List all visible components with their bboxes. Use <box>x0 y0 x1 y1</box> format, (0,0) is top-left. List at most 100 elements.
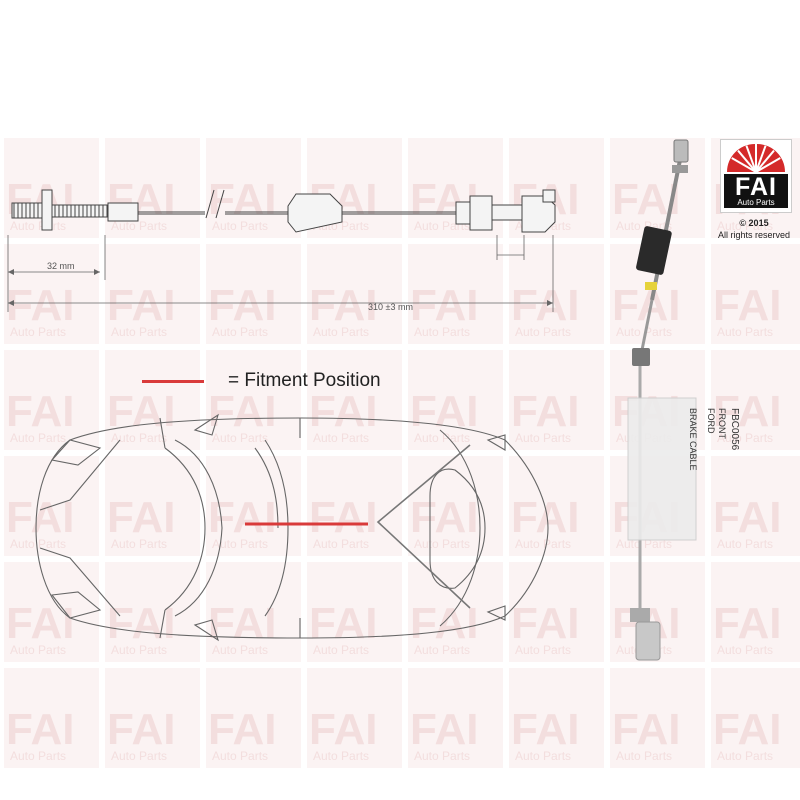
watermark-brand: FAI <box>309 281 377 330</box>
logo-wordmark: FAI Auto Parts <box>724 174 788 208</box>
logo-badge: FAI Auto Parts <box>720 139 792 213</box>
watermark-sub: Auto Parts <box>212 219 268 233</box>
watermark-brand: FAI <box>208 175 276 224</box>
watermark-sub: Auto Parts <box>10 431 66 445</box>
watermark-brand: FAI <box>208 493 276 542</box>
watermark-sub: Auto Parts <box>212 325 268 339</box>
watermark-sub: Auto Parts <box>616 325 672 339</box>
watermark-brand: FAI <box>309 493 377 542</box>
watermark-sub: Auto Parts <box>414 643 470 657</box>
watermark-sub: Auto Parts <box>515 749 571 763</box>
watermark-sub: Auto Parts <box>212 537 268 551</box>
watermark-brand: FAI <box>410 493 478 542</box>
tag-line-4: FBC0056 <box>729 408 740 451</box>
copyright: © 2015 All rights reserved <box>714 217 794 241</box>
watermark-sub: Auto Parts <box>10 643 66 657</box>
watermark-brand: FAI <box>208 281 276 330</box>
watermark-brand: FAI <box>6 705 74 754</box>
watermark-sub: Auto Parts <box>313 537 369 551</box>
tag-line-3: FRONT <box>717 408 727 439</box>
watermark-sub: Auto Parts <box>515 537 571 551</box>
watermark-sub: Auto Parts <box>414 749 470 763</box>
watermark-brand: FAI <box>208 599 276 648</box>
tag-line-1: BRAKE CABLE <box>688 408 698 471</box>
watermark-sub: Auto Parts <box>212 643 268 657</box>
watermark-brand: FAI <box>410 387 478 436</box>
watermark-sub: Auto Parts <box>717 749 773 763</box>
watermark-sub: Auto Parts <box>515 431 571 445</box>
watermark-brand: FAI <box>6 281 74 330</box>
watermark-sub: Auto Parts <box>111 325 167 339</box>
watermark-brand: FAI <box>410 705 478 754</box>
watermark-sub: Auto Parts <box>313 643 369 657</box>
car-outline <box>35 413 549 642</box>
dimension-label-overall: 310 ±3 mm <box>368 302 413 312</box>
legend-label: = Fitment Position <box>228 370 381 391</box>
watermark-brand: FAI <box>107 599 175 648</box>
cable-drawing <box>7 189 556 312</box>
watermark-brand: FAI <box>208 387 276 436</box>
logo-sub: Auto Parts <box>737 198 775 207</box>
watermark-sub: Auto Parts <box>414 325 470 339</box>
logo-brand: FAI <box>735 173 777 201</box>
watermark-sub: Auto Parts <box>212 749 268 763</box>
watermark-sub: Auto Parts <box>111 537 167 551</box>
watermark-sub: Auto Parts <box>717 219 773 233</box>
watermark-brand: FAI <box>713 599 781 648</box>
watermark-sub: Auto Parts <box>313 431 369 445</box>
legend-line-swatch <box>142 379 204 383</box>
watermark-sub: Auto Parts <box>111 431 167 445</box>
watermark-sub: Auto Parts <box>616 749 672 763</box>
watermark-sub: Auto Parts <box>717 431 773 445</box>
watermark-brand: FAI <box>107 493 175 542</box>
legend: = Fitment Position <box>142 366 381 396</box>
watermark-brand: FAI <box>713 387 781 436</box>
watermark-sub: Auto Parts <box>717 643 773 657</box>
watermark-sub: Auto Parts <box>414 537 470 551</box>
watermark-brand: FAI <box>713 705 781 754</box>
cable-tag: BRAKE CABLE FORD FRONT FBC0056 <box>688 408 740 471</box>
watermark-sub: Auto Parts <box>212 431 268 445</box>
watermark-sub: Auto Parts <box>111 749 167 763</box>
watermark-sub: Auto Parts <box>313 749 369 763</box>
logo-sunburst-icon <box>727 144 785 172</box>
watermark-brand: FAI <box>6 387 74 436</box>
watermark-brand: FAI <box>6 599 74 648</box>
watermark-sub: Auto Parts <box>10 749 66 763</box>
watermark-sub: Auto Parts <box>717 325 773 339</box>
watermark-sub: Auto Parts <box>515 643 571 657</box>
dimension-label-small: 32 mm <box>47 261 75 271</box>
watermark-brand: FAI <box>309 705 377 754</box>
fai-logo: FAI Auto Parts © 2015 All rights reserve… <box>718 139 792 241</box>
watermark-brand: FAI <box>107 705 175 754</box>
